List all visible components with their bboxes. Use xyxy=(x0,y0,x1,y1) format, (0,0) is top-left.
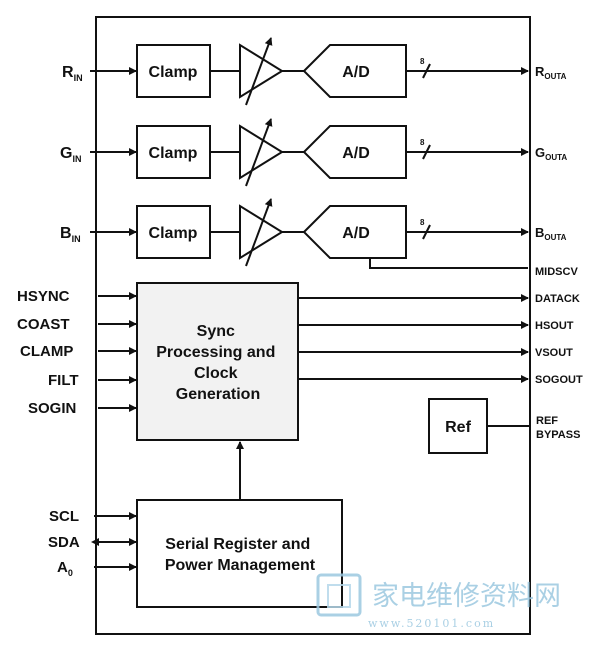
g-gain-arrow xyxy=(245,118,273,187)
b-bus-width: 8 xyxy=(420,218,425,227)
a0-label: A0 xyxy=(57,559,73,578)
r-bus-slash xyxy=(422,63,431,79)
g-amplifier xyxy=(239,124,284,180)
b-amplifier xyxy=(239,204,284,260)
r-amplifier xyxy=(239,43,284,99)
ref-block xyxy=(428,398,488,454)
sync-block-label: Sync Processing and Clock Generation xyxy=(156,323,280,403)
filt-label: FILT xyxy=(48,372,79,389)
watermark-url-text: www.520101.com xyxy=(368,617,495,630)
r-bus-width: 8 xyxy=(420,57,425,66)
serial-register-block xyxy=(136,499,343,608)
r-in-label: RIN xyxy=(62,64,83,83)
channel-r: RIN Clamp A/D 8 ROUTA xyxy=(62,37,567,106)
sogin-label: SOGIN xyxy=(28,400,76,417)
sogout-label: SOGOUT xyxy=(535,374,583,386)
watermark-logo-inner xyxy=(327,584,351,608)
sync-processing-block xyxy=(136,282,299,441)
r-clamp-label: Clamp xyxy=(149,64,198,81)
r-gain-arrow xyxy=(245,37,273,106)
g-out-label: GOUTA xyxy=(535,145,567,162)
b-clamp-label: Clamp xyxy=(149,225,198,242)
hsync-label: HSYNC xyxy=(17,288,70,305)
r-out-label: ROUTA xyxy=(535,64,567,81)
midscv-label: MIDSCV xyxy=(535,266,578,278)
r-adc-label: A/D xyxy=(342,64,370,81)
g-bus-width: 8 xyxy=(420,138,425,147)
b-bus-slash xyxy=(422,224,431,240)
sda-label: SDA xyxy=(48,534,80,551)
vsout-label: VSOUT xyxy=(535,347,573,359)
watermark-chinese-text: 家电维修资料网 xyxy=(372,581,561,612)
watermark-logo-icon xyxy=(316,573,362,617)
b-gain-arrow xyxy=(245,198,273,267)
channel-g: GIN Clamp A/D 8 GOUTA xyxy=(60,118,567,187)
g-in-label: GIN xyxy=(60,145,81,164)
g-clamp-label: Clamp xyxy=(149,145,198,162)
g-adc-label: A/D xyxy=(342,145,370,162)
ref-block-label: Ref xyxy=(445,419,471,436)
midscv-wire xyxy=(369,258,528,269)
watermark: 家电维修资料网 www.520101.com xyxy=(316,573,561,630)
clamp-label: CLAMP xyxy=(20,343,73,360)
scl-label: SCL xyxy=(49,508,79,525)
r-clamp-block xyxy=(136,44,211,98)
g-clamp-block xyxy=(136,125,211,179)
coast-label: COAST xyxy=(17,316,70,333)
b-in-label: BIN xyxy=(60,225,81,244)
serial-block-label: Serial Register and Power Management xyxy=(165,536,316,574)
hsout-label: HSOUT xyxy=(535,320,574,332)
datack-label: DATACK xyxy=(535,293,580,305)
b-out-label: BOUTA xyxy=(535,225,567,242)
b-adc-label: A/D xyxy=(342,225,370,242)
ref-bypass-label: REF BYPASS xyxy=(536,415,580,441)
g-bus-slash xyxy=(422,144,431,160)
channel-b: BIN Clamp A/D 8 BOUTA xyxy=(60,198,567,267)
